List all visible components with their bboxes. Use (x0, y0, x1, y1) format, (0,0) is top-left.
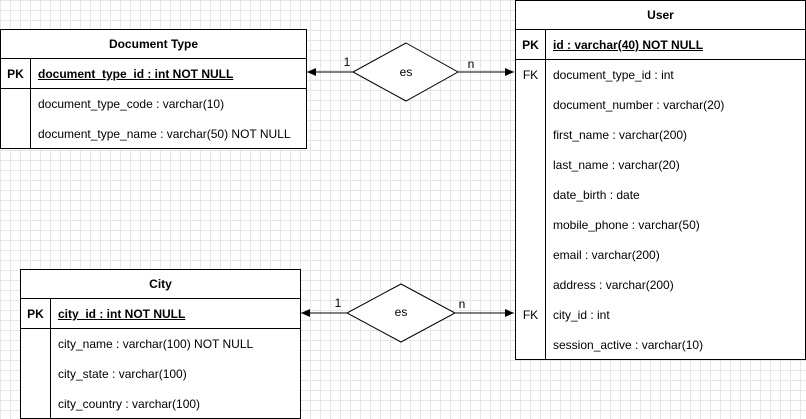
attribute-row[interactable]: document_type_name : varchar(50) NOT NUL… (1, 119, 306, 149)
key-label: PK (1, 59, 31, 88)
key-label (516, 240, 546, 270)
pk-row[interactable]: PK id : varchar(40) NOT NULL (516, 30, 805, 60)
relationship-diamond[interactable] (351, 42, 460, 102)
entity-title: Document Type (1, 30, 306, 59)
attribute-row[interactable]: address : varchar(200) (516, 270, 805, 300)
key-label (1, 89, 31, 119)
key-label: PK (516, 30, 546, 59)
key-label (516, 270, 546, 300)
attribute-row[interactable]: date_birth : date (516, 180, 805, 210)
attribute: city_id : int NOT NULL (58, 307, 186, 321)
attribute: last_name : varchar(20) (553, 158, 680, 172)
attribute-row[interactable]: document_number : varchar(20) (516, 90, 805, 120)
entity-document-type[interactable]: Document Type PK document_type_id : int … (0, 29, 307, 149)
cardinality-right: n (468, 57, 475, 71)
key-label (516, 330, 546, 360)
pk-row[interactable]: PK city_id : int NOT NULL (21, 299, 300, 329)
relationship-label: es (395, 305, 408, 319)
attribute-row[interactable]: city_name : varchar(100) NOT NULL (21, 329, 300, 359)
relationship-city-user[interactable]: es 1 n (301, 283, 514, 343)
attribute-row[interactable]: session_active : varchar(10) (516, 330, 805, 360)
key-label: FK (516, 300, 546, 330)
key-label (516, 210, 546, 240)
cardinality-right: n (459, 297, 466, 311)
key-label (1, 119, 31, 149)
attribute-row[interactable]: FK city_id : int (516, 300, 805, 330)
attribute-row[interactable]: mobile_phone : varchar(50) (516, 210, 805, 240)
attribute-row[interactable]: first_name : varchar(200) (516, 120, 805, 150)
attribute: document_type_id : int (553, 68, 674, 82)
attribute: city_country : varchar(100) (58, 397, 201, 411)
attribute: email : varchar(200) (553, 248, 660, 262)
key-label (516, 180, 546, 210)
attribute: date_birth : date (553, 188, 640, 202)
key-label (516, 90, 546, 120)
key-label (21, 389, 51, 419)
entity-title: City (21, 270, 300, 299)
relationship-doc-user[interactable]: es 1 n (307, 42, 514, 102)
key-label (516, 120, 546, 150)
entity-city[interactable]: City PK city_id : int NOT NULL city_name… (20, 269, 301, 419)
attribute: document_type_name : varchar(50) NOT NUL… (38, 127, 291, 141)
key-label (21, 359, 51, 389)
attribute: address : varchar(200) (553, 278, 674, 292)
attribute: city_name : varchar(100) NOT NULL (58, 337, 254, 351)
key-label (516, 150, 546, 180)
cardinality-left: 1 (344, 55, 351, 69)
attribute: first_name : varchar(200) (553, 128, 688, 142)
key-label: PK (21, 299, 51, 328)
attribute-row[interactable]: city_state : varchar(100) (21, 359, 300, 389)
attribute: id : varchar(40) NOT NULL (553, 38, 704, 52)
attribute: city_state : varchar(100) (58, 367, 187, 381)
attribute: document_type_id : int NOT NULL (38, 67, 234, 81)
pk-row[interactable]: PK document_type_id : int NOT NULL (1, 59, 306, 89)
entity-title: User (516, 1, 805, 30)
attribute: session_active : varchar(10) (553, 338, 704, 352)
attribute-row[interactable]: last_name : varchar(20) (516, 150, 805, 180)
attribute-row[interactable]: city_country : varchar(100) (21, 389, 300, 419)
key-label (21, 329, 51, 359)
attribute: city_id : int (553, 308, 610, 322)
relationship-label: es (400, 65, 413, 79)
entity-user[interactable]: User PK id : varchar(40) NOT NULL FK docu… (515, 0, 806, 360)
cardinality-left: 1 (335, 296, 342, 310)
attribute-row[interactable]: document_type_code : varchar(10) (1, 89, 306, 119)
attribute: document_number : varchar(20) (553, 98, 725, 112)
attribute-row[interactable]: email : varchar(200) (516, 240, 805, 270)
attribute-row[interactable]: FK document_type_id : int (516, 60, 805, 90)
key-label: FK (516, 60, 546, 90)
relationship-diamond[interactable] (345, 283, 457, 343)
attribute: document_type_code : varchar(10) (38, 97, 225, 111)
attribute: mobile_phone : varchar(50) (553, 218, 700, 232)
